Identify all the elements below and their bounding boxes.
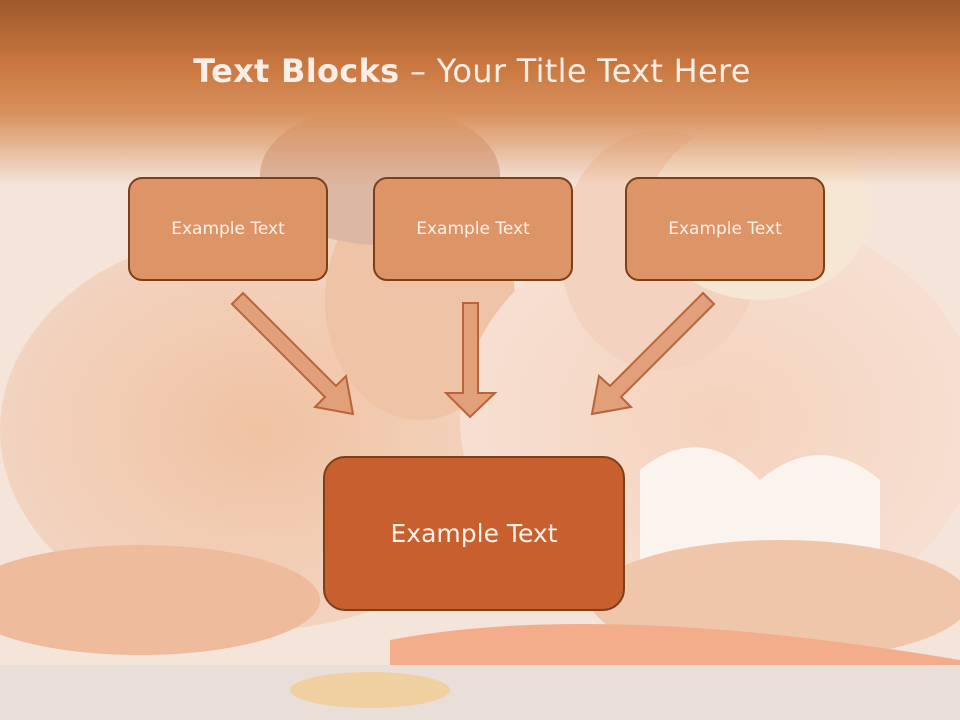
- example-box-result-label: Example Text: [390, 519, 558, 548]
- example-box-right[interactable]: Example Text: [625, 177, 825, 281]
- title-rest-part: – Your Title Text Here: [399, 52, 751, 90]
- header-band: [0, 0, 960, 185]
- title-bold-part: Text Blocks: [193, 52, 400, 90]
- slide-title: Text Blocks – Your Title Text Here: [0, 52, 944, 90]
- arrow-right-to-center: [590, 291, 716, 416]
- example-box-left-label: Example Text: [171, 219, 285, 239]
- example-box-center-label: Example Text: [416, 219, 530, 239]
- example-box-left[interactable]: Example Text: [128, 177, 328, 281]
- example-box-result[interactable]: Example Text: [323, 456, 625, 611]
- arrow-center-down: [443, 302, 498, 419]
- arrow-left-to-center: [230, 291, 355, 416]
- example-box-center[interactable]: Example Text: [373, 177, 573, 281]
- example-box-right-label: Example Text: [668, 219, 782, 239]
